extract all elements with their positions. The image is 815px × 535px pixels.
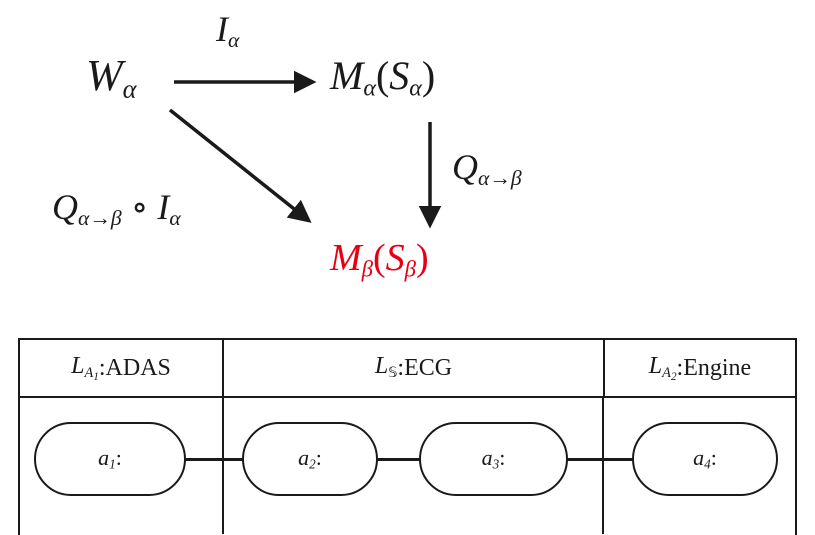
table-body-row: a1: a2: a3: a4:: [20, 398, 795, 534]
m-beta-s-sub: β: [404, 256, 417, 282]
link-a2-a3: [376, 458, 421, 461]
a4-sub: 4: [704, 456, 711, 472]
node-m-alpha: Mα(Sα): [330, 52, 435, 103]
comp-i-base: I: [157, 187, 170, 227]
i-sub: α: [228, 28, 240, 53]
column-divider-2: [601, 398, 604, 534]
table-header-adas: LA1:ADAS: [20, 340, 224, 396]
a1-colon: :: [115, 445, 122, 471]
column-divider-1: [221, 398, 224, 534]
link-a1-a2: [184, 458, 244, 461]
a2-colon: :: [315, 445, 322, 471]
agents-table: LA1:ADAS L𝕊:ECG LA2:Engine a1: a2: a3:: [18, 338, 797, 535]
a4-colon: :: [710, 445, 717, 471]
label-q-alpha-beta: Qα→β: [452, 146, 522, 191]
link-a3-a4: [566, 458, 634, 461]
node-m-beta: Mβ(Sβ): [330, 236, 429, 282]
comp-i-sub: α: [169, 206, 181, 231]
m-beta-open-paren: (: [373, 237, 386, 279]
a3-colon: :: [499, 445, 506, 471]
header-adas-subsub: 1: [93, 370, 99, 383]
node-a1: a1:: [34, 422, 186, 496]
m-beta-sub: β: [361, 256, 374, 282]
header-engine-sub: A: [662, 365, 671, 382]
header-engine-l: L: [648, 353, 663, 380]
node-a3: a3:: [419, 422, 568, 496]
q-base: Q: [452, 147, 478, 187]
m-beta-base: M: [330, 237, 362, 279]
header-ecg-sub-double-struck-s: 𝕊: [388, 365, 398, 382]
arrow-w-to-m-beta-diagonal: [168, 108, 312, 223]
m-beta-s: S: [385, 237, 405, 279]
m-alpha-close-paren: ): [421, 53, 436, 98]
comp-q-base: Q: [52, 187, 78, 227]
q-sub: α→β: [478, 166, 522, 191]
header-engine-text: :Engine: [676, 354, 752, 381]
label-i-alpha: Iα: [216, 8, 239, 53]
header-adas-text: :ADAS: [98, 354, 171, 381]
a2-sub: 2: [309, 456, 316, 472]
a3-base: a: [481, 445, 493, 471]
w-sub: α: [122, 73, 137, 104]
header-ecg-l: L: [374, 353, 389, 380]
compose-operator: ∘: [130, 187, 149, 227]
m-alpha-s-sub: α: [409, 75, 422, 102]
header-ecg-text: :ECG: [397, 354, 453, 381]
table-header-row: LA1:ADAS L𝕊:ECG LA2:Engine: [20, 340, 795, 398]
m-beta-close-paren: ): [416, 237, 429, 279]
header-adas-sub: A: [84, 365, 94, 382]
table-header-ecg: L𝕊:ECG: [224, 340, 605, 396]
node-a2: a2:: [242, 422, 378, 496]
m-alpha-s: S: [389, 53, 410, 98]
node-a4: a4:: [632, 422, 778, 496]
label-q-compose-i: Qα→β ∘ Iα: [52, 186, 181, 231]
w-base: W: [86, 51, 123, 100]
i-base: I: [216, 9, 228, 49]
a3-sub: 3: [492, 456, 500, 472]
m-alpha-sub: α: [363, 75, 376, 102]
m-alpha-open-paren: (: [375, 53, 390, 98]
table-header-engine: LA2:Engine: [605, 340, 795, 396]
a1-base: a: [98, 445, 110, 471]
a1-sub: 1: [109, 456, 116, 472]
header-adas-l: L: [71, 353, 85, 380]
comp-q-sub: α→β: [78, 206, 122, 231]
node-w-alpha: Wα: [86, 50, 137, 104]
header-engine-subsub: 2: [670, 370, 677, 383]
m-alpha-base: M: [330, 53, 364, 98]
a2-base: a: [298, 445, 310, 471]
a4-base: a: [693, 445, 705, 471]
